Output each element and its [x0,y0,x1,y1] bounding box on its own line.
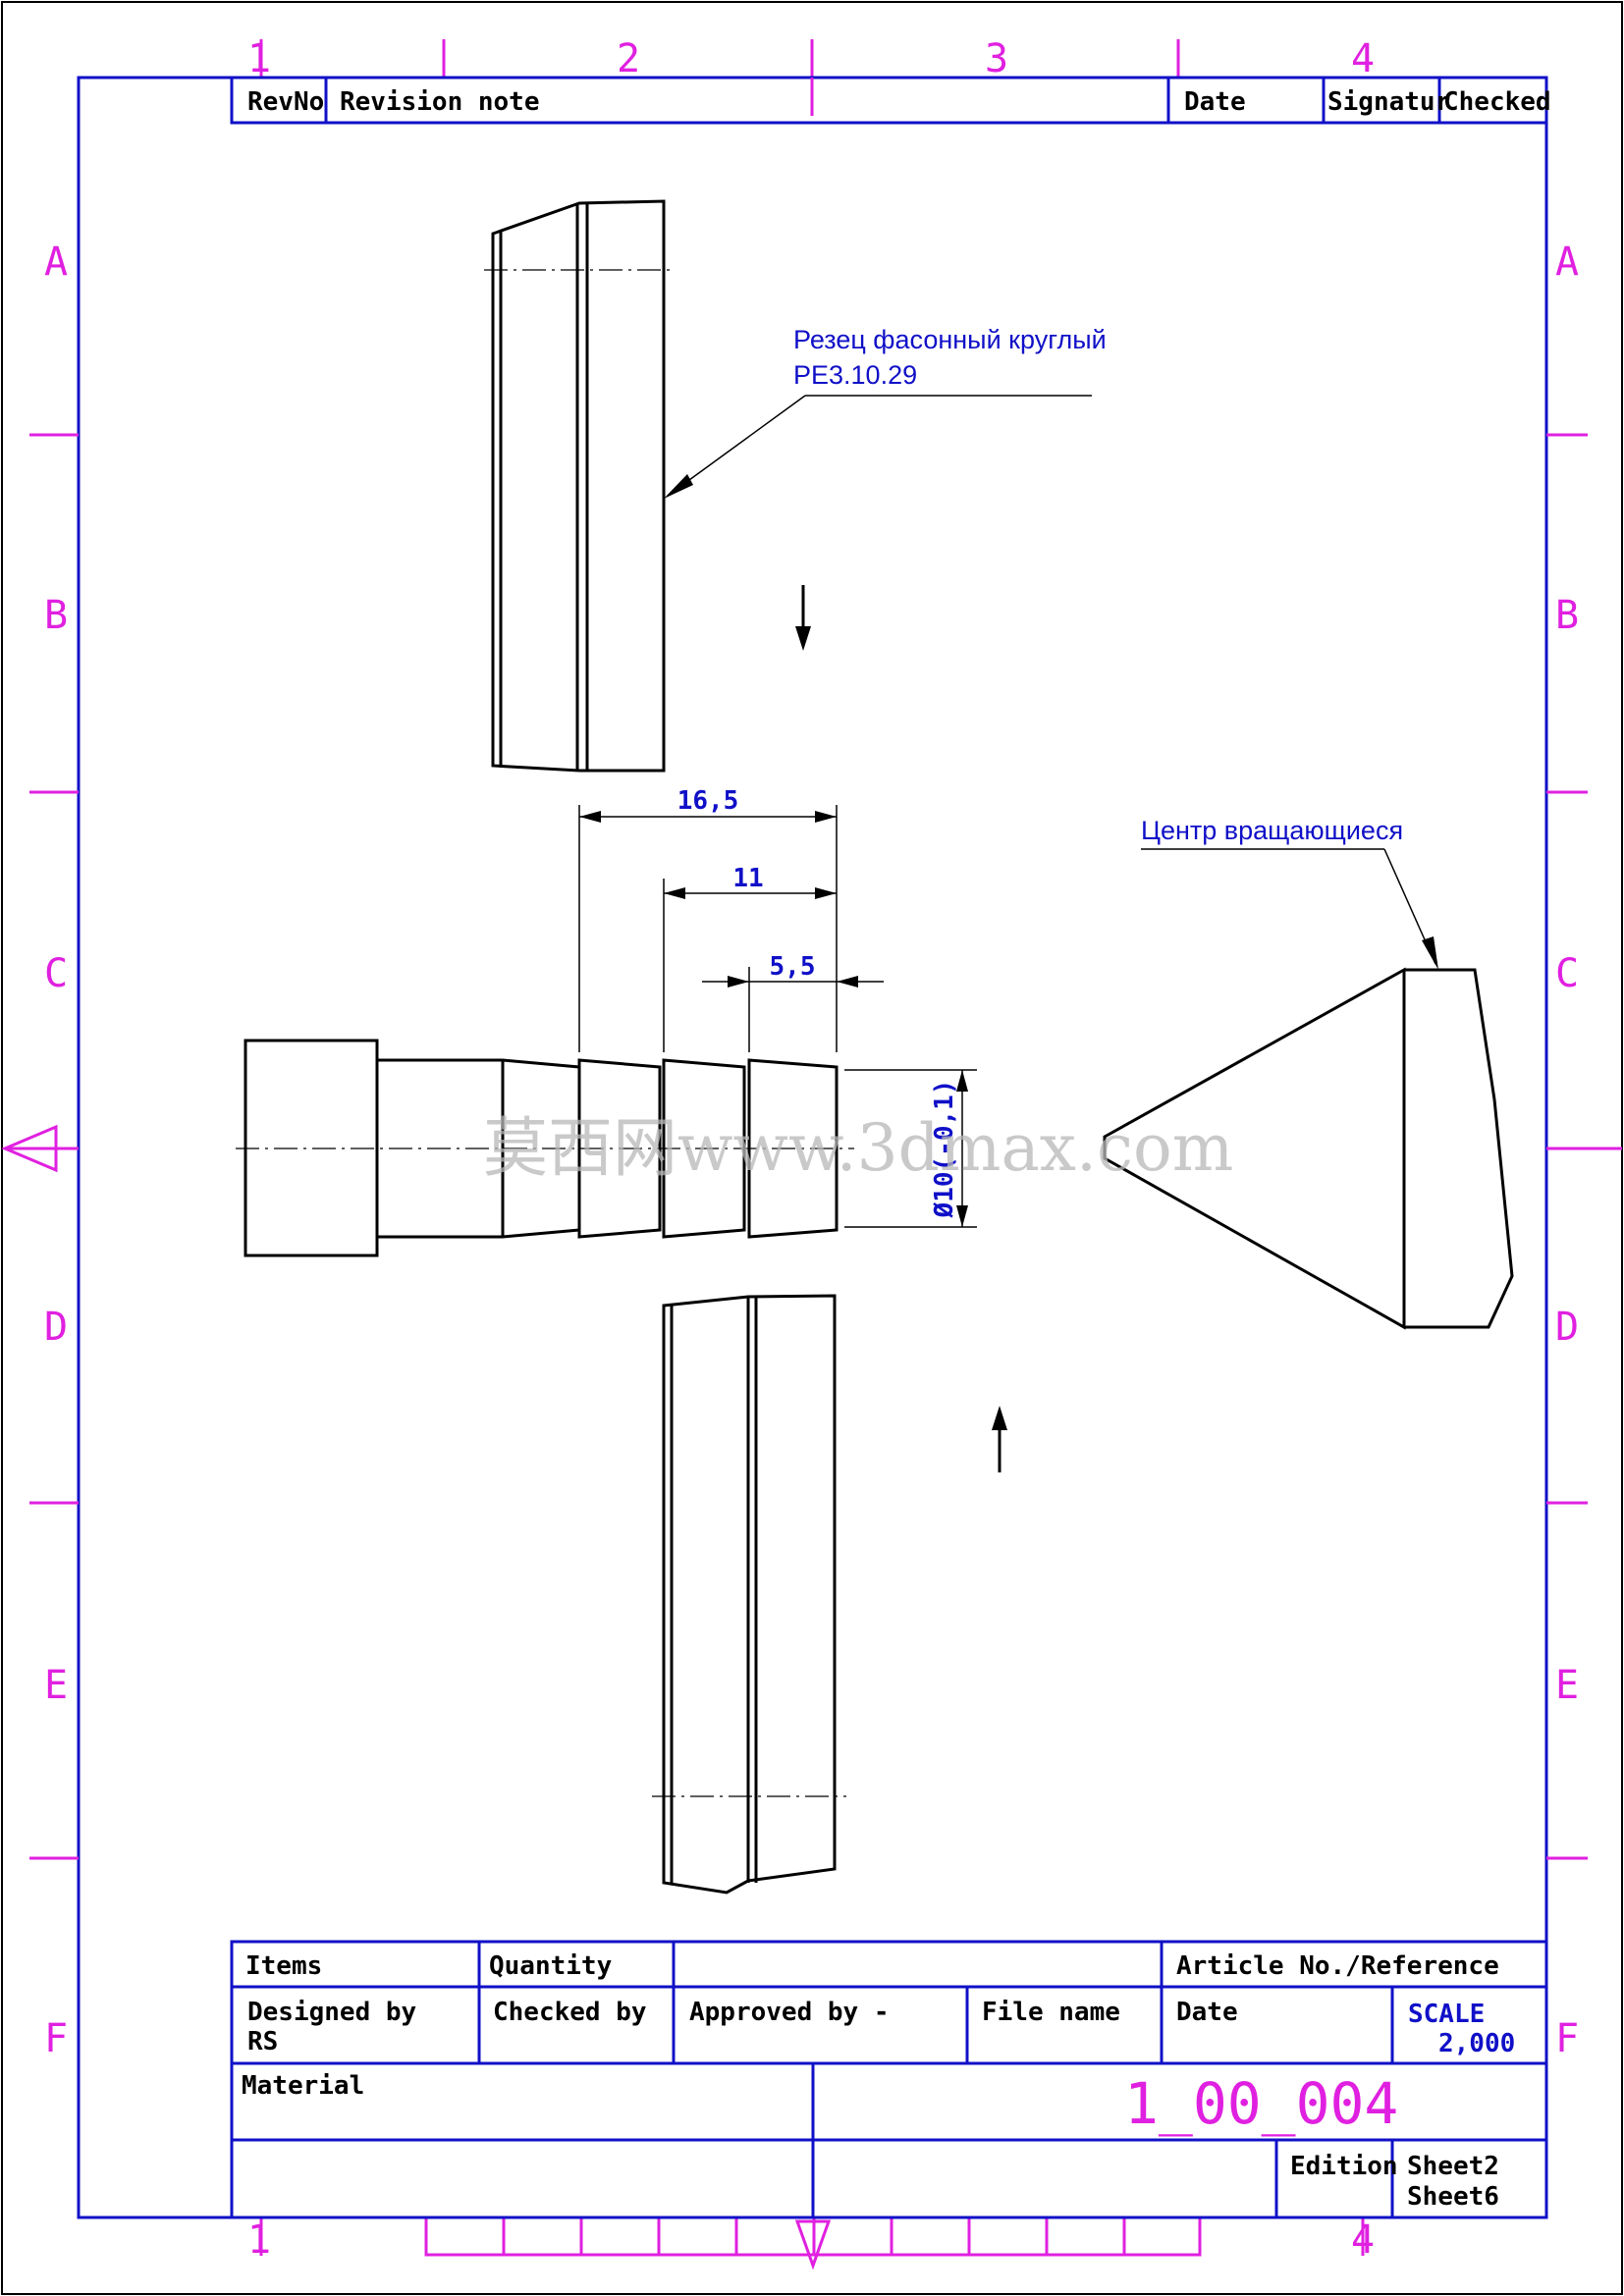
cutter-label: Резец фасонный круглый [793,325,1107,354]
cutter-code: РЕ3.10.29 [793,360,917,390]
zone-row-d-left: D [44,1305,68,1350]
zone-row-e-left: E [44,1663,68,1708]
title-block: Items Quantity Article No./Reference Des… [230,1940,1548,2219]
signature-label: Signatur [1327,87,1450,117]
lower-form-cutter [652,1294,846,1895]
dim-diameter-label: Ø10(-0,1) [930,1080,959,1219]
cutter-callout: Резец фасонный круглый РЕ3.10.29 [664,325,1107,499]
center-label: Центр вращающиеся [1141,816,1403,845]
dim-5-5-label: 5,5 [770,952,816,982]
drawing-number: 1_00_004 [1124,2070,1398,2137]
zone-row-c-left: C [44,951,68,996]
revision-date-label: Date [1184,87,1246,117]
dimension-16-5: 16,5 [578,786,838,1052]
approved-by-label: Approved by - [689,1998,890,2027]
zone-row-d-right: D [1555,1305,1579,1350]
zone-row-c-right: C [1555,951,1579,996]
zone-col-3: 3 [985,36,1008,81]
file-name-label: File name [982,1998,1120,2027]
designer-value: RS [247,2027,278,2056]
rotating-center [1103,967,1514,1330]
sheets-label: Sheet6 [1407,2182,1499,2212]
feed-arrow-up [992,1406,1007,1472]
sheet-label: Sheet2 [1407,2152,1499,2181]
zone-row-a-right: A [1555,240,1579,285]
zone-col-1: 1 [247,36,271,81]
feed-arrow-down [795,585,811,651]
scale-label: SCALE [1408,2000,1485,2029]
centering-mark-bottom [794,2219,832,2270]
dimension-5-5: 5,5 [702,952,884,1052]
zone-row-f-left: F [44,2016,68,2061]
bottom-ruler [424,2217,1202,2257]
dim-11-label: 11 [732,864,763,893]
dimension-11: 11 [663,864,837,1052]
dimension-diameter: Ø10(-0,1) [844,1069,977,1228]
revision-block: RevNo Revision note Date Signatur Checke… [230,76,1551,125]
zone-col-4-bottom: 4 [1351,2217,1375,2263]
designed-by-label: Designed by [247,1998,416,2027]
zone-row-b-right: B [1555,593,1579,638]
checked-label: Checked [1443,87,1551,117]
rev-no-label: RevNo [247,87,324,117]
dim-16-5-label: 16,5 [677,786,739,816]
watermark: 莫西网www.3dmax.com [483,1110,1233,1186]
scale-value: 2,000 [1438,2029,1515,2058]
zone-col-2: 2 [617,36,640,81]
article-label: Article No./Reference [1176,1951,1499,1981]
center-callout: Центр вращающиеся [1141,816,1438,970]
material-label: Material [242,2071,364,2101]
revision-note-label: Revision note [340,87,540,117]
workpiece [236,1039,854,1257]
quantity-label: Quantity [489,1951,612,1981]
items-label: Items [245,1951,322,1981]
zone-row-b-left: B [44,593,68,638]
zone-row-e-right: E [1555,1663,1579,1708]
zone-col-1-bottom: 1 [247,2217,271,2263]
zone-col-4: 4 [1351,36,1375,81]
checked-by-label: Checked by [493,1998,647,2027]
zone-row-a-left: A [44,240,68,285]
zone-row-f-right: F [1555,2016,1579,2061]
edition-label: Edition [1290,2152,1398,2181]
upper-form-cutter [484,199,674,773]
title-date-label: Date [1176,1998,1238,2027]
zone-markers: 1 2 3 4 1 4 A B C D E F A B C D E F [1,36,1622,2270]
